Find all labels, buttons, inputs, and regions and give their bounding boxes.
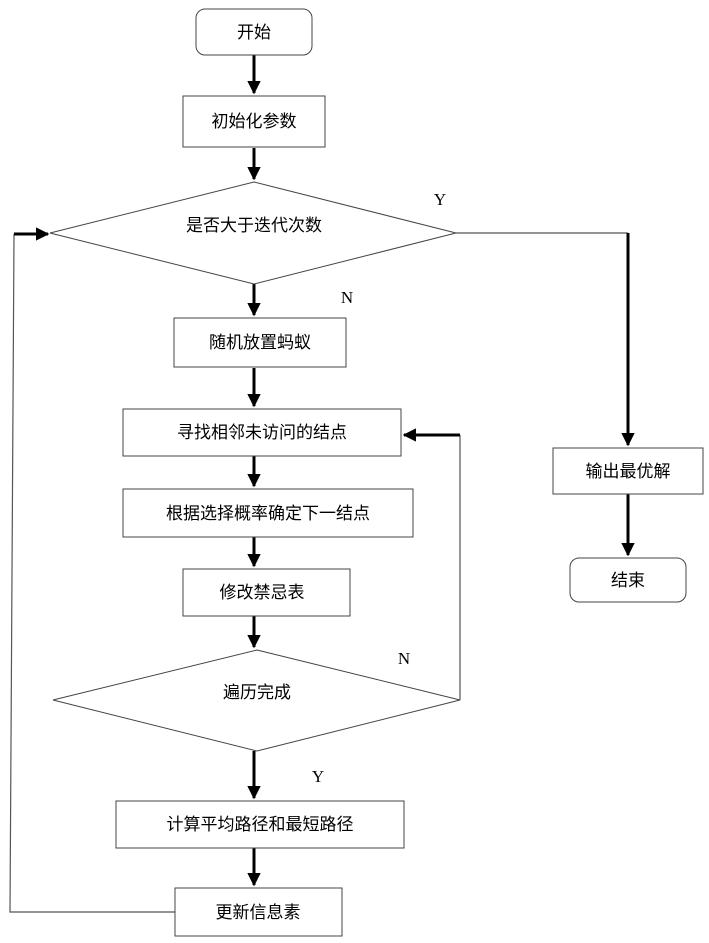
label-traversal-yes: Y <box>312 767 324 786</box>
find-neighbor-node: 寻找相邻未访问的结点 <box>123 409 401 456</box>
compute-paths-node: 计算平均路径和最短路径 <box>116 801 404 848</box>
end-label: 结束 <box>611 571 645 591</box>
check-iterations-decision: 是否大于迭代次数 <box>50 182 456 284</box>
label-traversal-no: N <box>398 649 410 668</box>
choose-next-label: 根据选择概率确定下一结点 <box>166 504 370 524</box>
label-iterations-yes: Y <box>434 190 446 209</box>
output-best-node: 输出最优解 <box>553 448 703 494</box>
check-iterations-label: 是否大于迭代次数 <box>186 216 322 236</box>
update-tabu-node: 修改禁忌表 <box>183 569 350 616</box>
choose-next-node: 根据选择概率确定下一结点 <box>123 489 413 537</box>
update-pheromone-label: 更新信息素 <box>216 903 301 923</box>
label-iterations-no: N <box>341 288 353 307</box>
output-best-label: 输出最优解 <box>586 462 671 482</box>
find-neighbor-label: 寻找相邻未访问的结点 <box>177 423 347 443</box>
update-pheromone-node: 更新信息素 <box>175 888 342 936</box>
init-params-label: 初始化参数 <box>212 112 297 132</box>
update-tabu-label: 修改禁忌表 <box>220 583 305 603</box>
start-label: 开始 <box>237 23 271 43</box>
compute-paths-label: 计算平均路径和最短路径 <box>167 815 354 835</box>
traversal-done-label: 遍历完成 <box>223 683 291 703</box>
init-params-node: 初始化参数 <box>183 96 325 147</box>
start-node: 开始 <box>196 9 312 55</box>
place-ants-label: 随机放置蚂蚁 <box>209 333 311 353</box>
place-ants-node: 随机放置蚂蚁 <box>174 318 346 367</box>
end-node: 结束 <box>570 558 686 602</box>
